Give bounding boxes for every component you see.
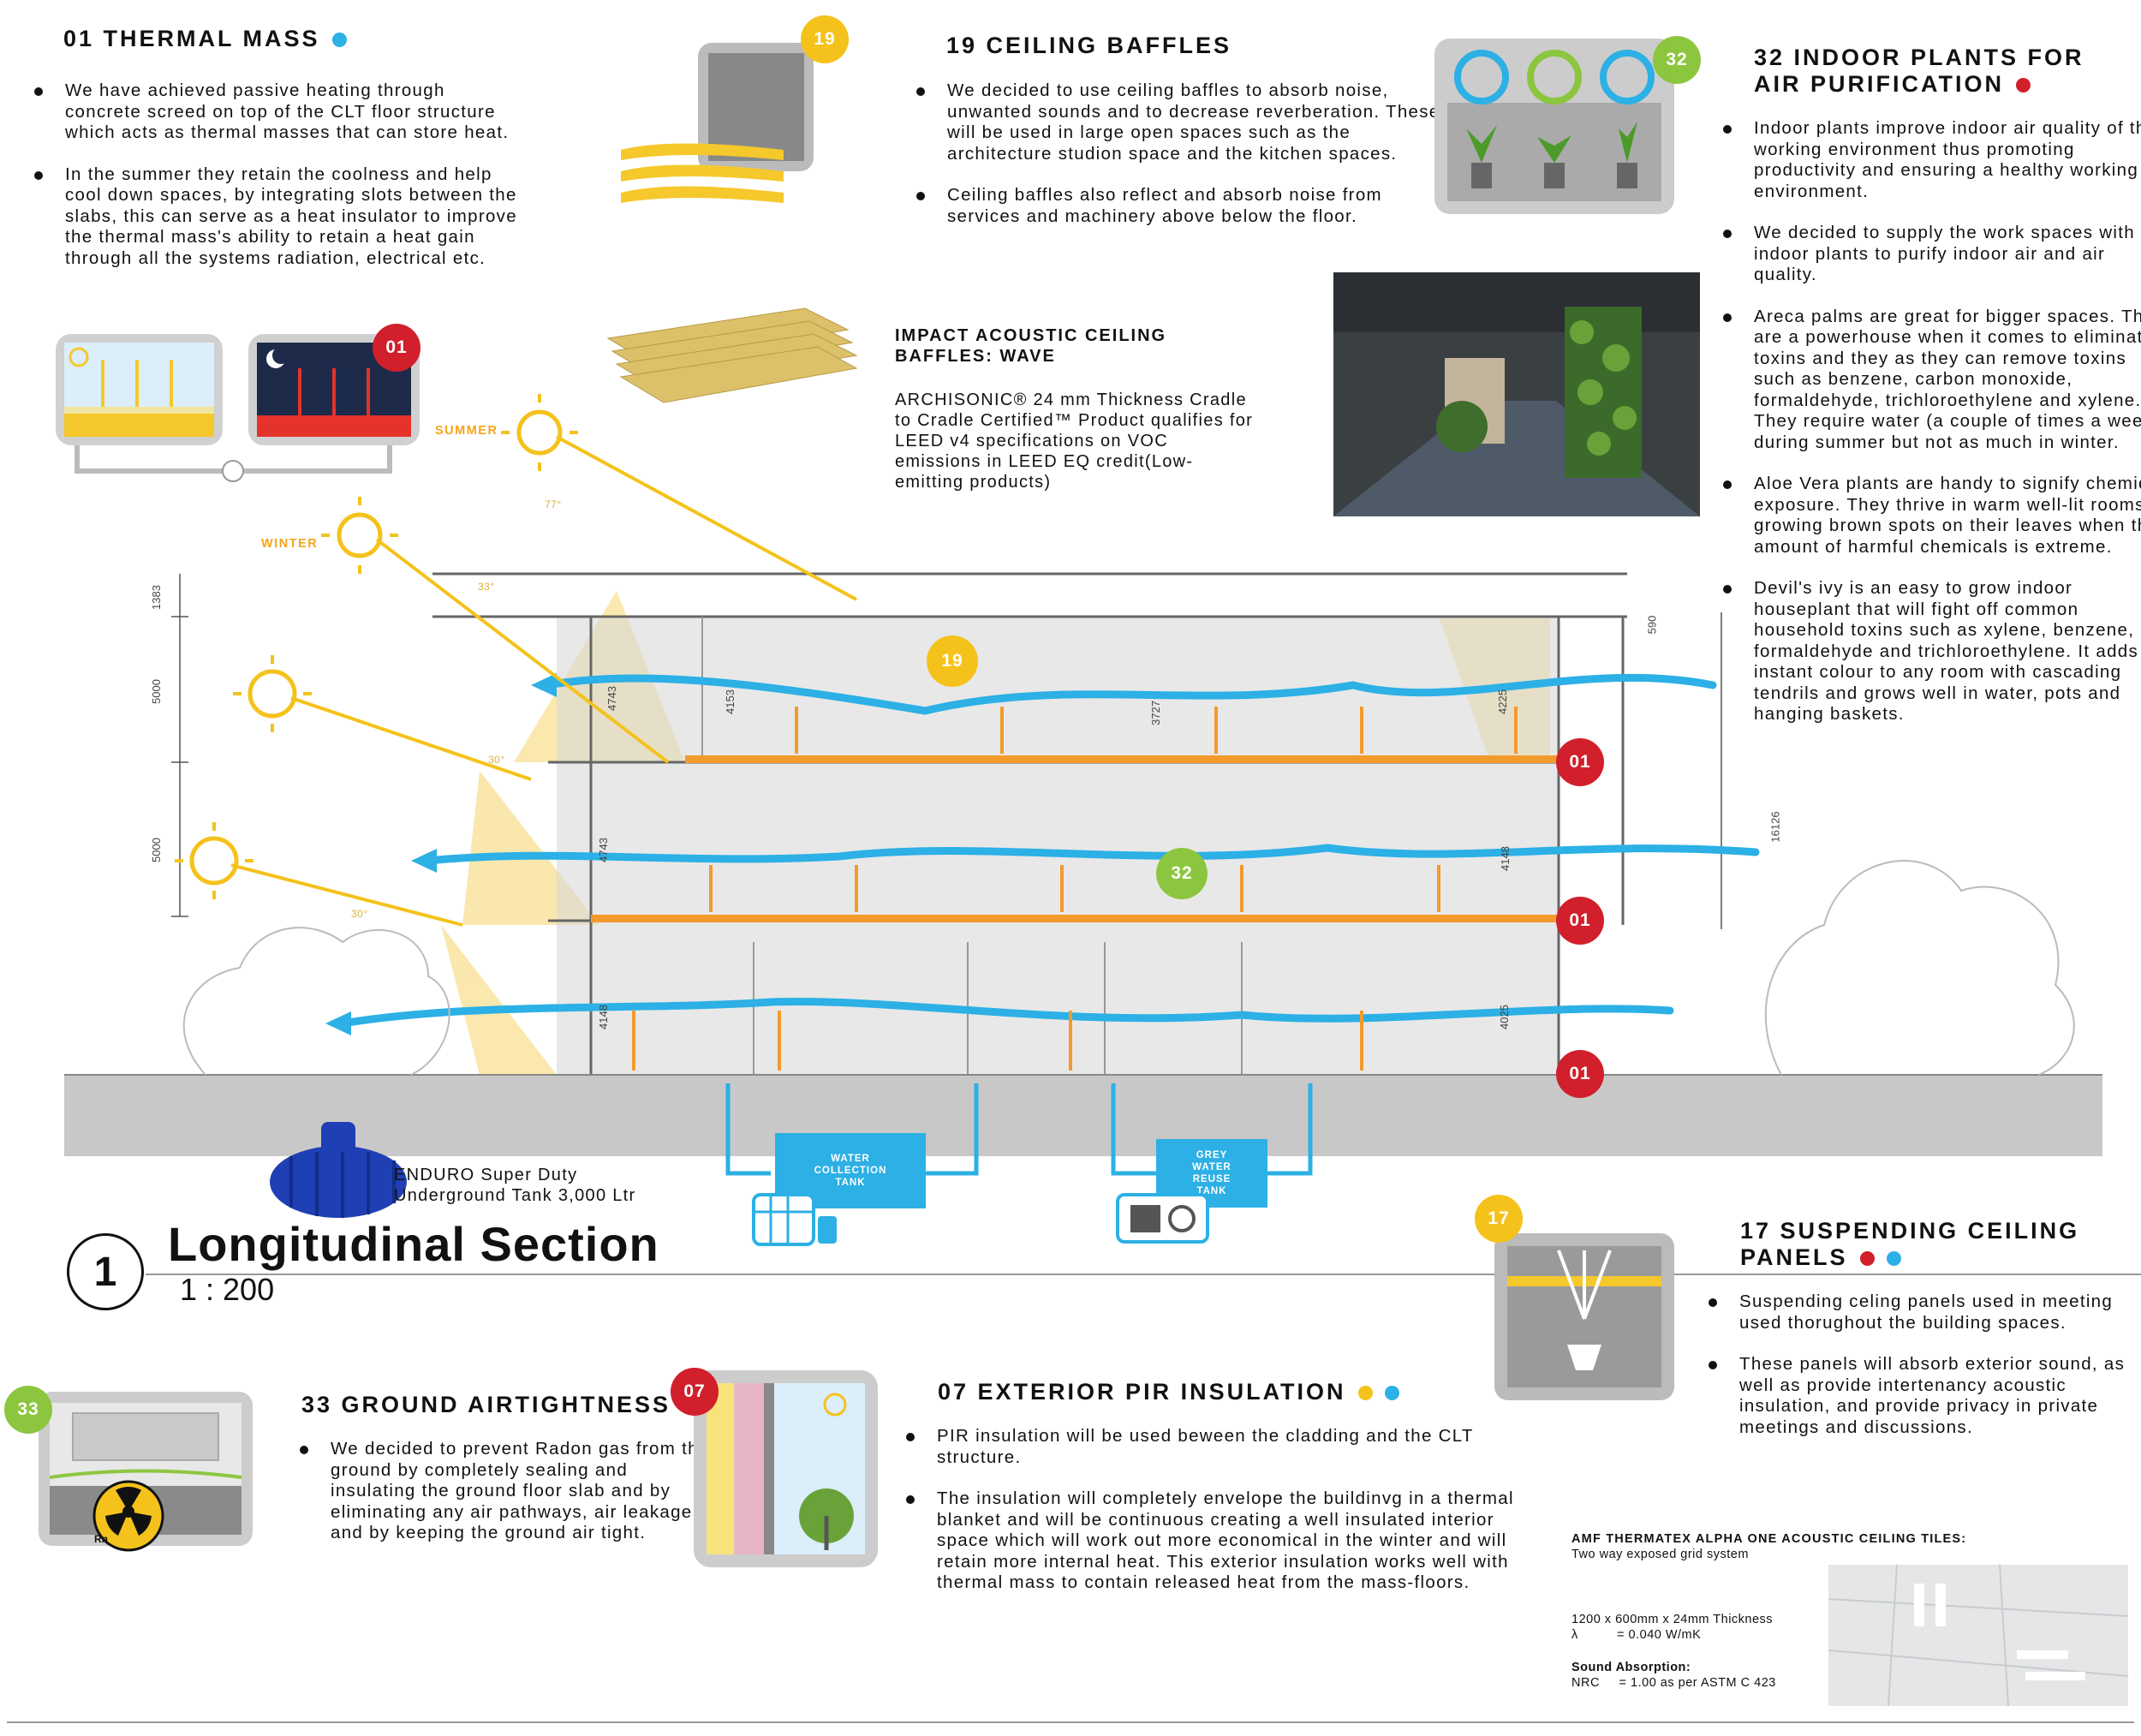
tiles-lambda: λ = 0.040 W/mK (1571, 1628, 1702, 1642)
tiles-nrc: NRC = 1.00 as per ASTM C 423 (1571, 1676, 1776, 1690)
radon-icon (92, 1480, 164, 1552)
section-plant-badge: 32 (1156, 848, 1208, 899)
dimension-label: 5000 (149, 838, 163, 862)
office-plant-wall-photo (1333, 272, 1700, 516)
dimension-label: 16126 (1768, 811, 1782, 843)
dimension-label: 1383 (149, 585, 163, 610)
section-number: 1 (67, 1233, 144, 1310)
summer-angle: 77° (545, 498, 562, 510)
suspending-bullets: Suspending celing panels used in meeting… (1709, 1292, 2141, 1459)
bullet-item: Devil's ivy is an easy to grow indoor ho… (1723, 578, 2141, 725)
yellow-dot (1357, 1386, 1373, 1401)
dimension-label: 4025 (1497, 1005, 1511, 1029)
tiles-absorption: Sound Absorption: (1571, 1661, 1691, 1674)
ceiling-baffles-title: 19 CEILING BAFFLES (946, 33, 1232, 58)
indoor-plants-diagram (1434, 39, 1674, 214)
radon-symbol: Rn (94, 1533, 108, 1545)
floor-badge-upper: 01 (1556, 738, 1604, 786)
thermal-mass-badge: 01 (373, 324, 420, 372)
dimension-label: 3727 (1148, 701, 1162, 725)
indoor-plants-badge: 32 (1653, 36, 1701, 84)
baffle-product-title: IMPACT ACOUSTIC CEILING BAFFLES: WAVE (895, 326, 1167, 366)
dimension-label: 4148 (596, 1005, 610, 1029)
enduro-tank-icon (270, 1122, 407, 1218)
bullet-item: We decided to supply the work spaces wit… (1723, 223, 2141, 286)
sun-icon (69, 347, 89, 367)
thermal-mass-bullets: We have achieved passive heating through… (34, 81, 519, 289)
blue-dot (1886, 1251, 1901, 1267)
ceiling-baffles-bullets: We decided to use ceiling baffles to abs… (916, 81, 1452, 248)
suspending-panel-diagram (1494, 1233, 1674, 1400)
pir-insulation-diagram (694, 1370, 878, 1567)
sun-icon (823, 1393, 847, 1417)
red-dot (2016, 78, 2031, 93)
red-dot (1859, 1251, 1875, 1267)
bullet-item: We decided to use ceiling baffles to abs… (916, 81, 1452, 164)
moon-icon (266, 347, 289, 368)
ceiling-baffles-diagram (621, 43, 814, 203)
dimension-label: 4743 (596, 838, 610, 862)
tiles-title: AMF THERMATEX ALPHA ONE ACOUSTIC CEILING… (1571, 1532, 1967, 1546)
bottom-frame-rule (7, 1721, 2134, 1723)
recycle-icon (1116, 1193, 1209, 1244)
ground-badge: 33 (4, 1386, 52, 1434)
dimension-label: 4225 (1495, 689, 1509, 714)
angle-b: 30° (351, 908, 368, 920)
winter-angle: 33° (478, 581, 495, 593)
water-collection-icon (752, 1193, 837, 1246)
bullet-item: The insulation will completely envelope … (906, 1488, 1536, 1594)
speaker-icon (1567, 1345, 1601, 1370)
bullet-item: We decided to prevent Radon gas from the… (300, 1439, 712, 1544)
pir-bullets: PIR insulation will be used beween the c… (906, 1426, 1536, 1614)
dimension-label: 4148 (1498, 846, 1512, 871)
pir-title: 07 EXTERIOR PIR INSULATION (938, 1379, 1399, 1405)
blue-dot (1384, 1386, 1399, 1401)
thermal-mass-title: 01 THERMAL MASS (63, 26, 347, 52)
blue-dot (331, 33, 347, 48)
bullet-item: Areca palms are great for bigger spaces.… (1723, 307, 2141, 454)
suspending-badge: 17 (1475, 1195, 1523, 1243)
section-scale: 1 : 200 (180, 1272, 275, 1307)
title-rule (146, 1274, 2141, 1275)
dimension-label: 5000 (149, 679, 163, 704)
bullet-item: Indoor plants improve indoor air quality… (1723, 118, 2141, 202)
wave-baffle-product (606, 307, 858, 403)
thermal-mass-diagram (56, 334, 420, 482)
tiles-thickness: 1200 x 600mm x 24mm Thickness (1571, 1613, 1774, 1626)
floor-badge-ground: 01 (1556, 1050, 1604, 1098)
bullet-item: We have achieved passive heating through… (34, 81, 519, 144)
ground-bullets: We decided to prevent Radon gas from the… (300, 1439, 712, 1565)
bullet-item: Ceiling baffles also reflect and absorb … (916, 185, 1452, 227)
enduro-tank-label: ENDURO Super Duty Underground Tank 3,000… (394, 1166, 636, 1205)
dimension-label: 590 (1645, 615, 1659, 635)
section-baffle-badge: 19 (927, 635, 978, 687)
ceiling-baffles-badge: 19 (801, 15, 849, 63)
section-title: Longitudinal Section (168, 1217, 659, 1271)
baffle-product-text: ARCHISONIC® 24 mm Thickness Cradle to Cr… (895, 391, 1254, 492)
bullet-item: Suspending celing panels used in meeting… (1709, 1292, 2141, 1333)
indoor-plants-title: 32 INDOOR PLANTS FOR AIR PURIFICATION (1754, 45, 2084, 97)
dimension-label: 4153 (723, 689, 737, 714)
tiles-sub: Two way exposed grid system (1571, 1548, 1749, 1561)
suspending-title: 17 SUSPENDING CEILING PANELS (1740, 1218, 2080, 1270)
winter-label: WINTER (261, 537, 319, 551)
bullet-item: Aloe Vera plants are handy to signify ch… (1723, 474, 2141, 558)
ground-title: 33 GROUND AIRTIGHTNESS (301, 1392, 671, 1417)
angle-a: 30° (488, 754, 505, 766)
floor-badge-middle: 01 (1556, 897, 1604, 945)
bullet-item: These panels will absorb exterior sound,… (1709, 1354, 2141, 1438)
ground-airtightness-diagram (39, 1392, 253, 1552)
indoor-plants-bullets: Indoor plants improve indoor air quality… (1723, 118, 2141, 746)
bullet-item: PIR insulation will be used beween the c… (906, 1426, 1536, 1468)
pir-badge: 07 (671, 1368, 719, 1416)
dimension-label: 4743 (605, 686, 618, 711)
bullet-item: In the summer they retain the coolness a… (34, 164, 519, 270)
summer-label: SUMMER (435, 424, 498, 438)
ceiling-tiles-photo (1828, 1565, 2128, 1706)
